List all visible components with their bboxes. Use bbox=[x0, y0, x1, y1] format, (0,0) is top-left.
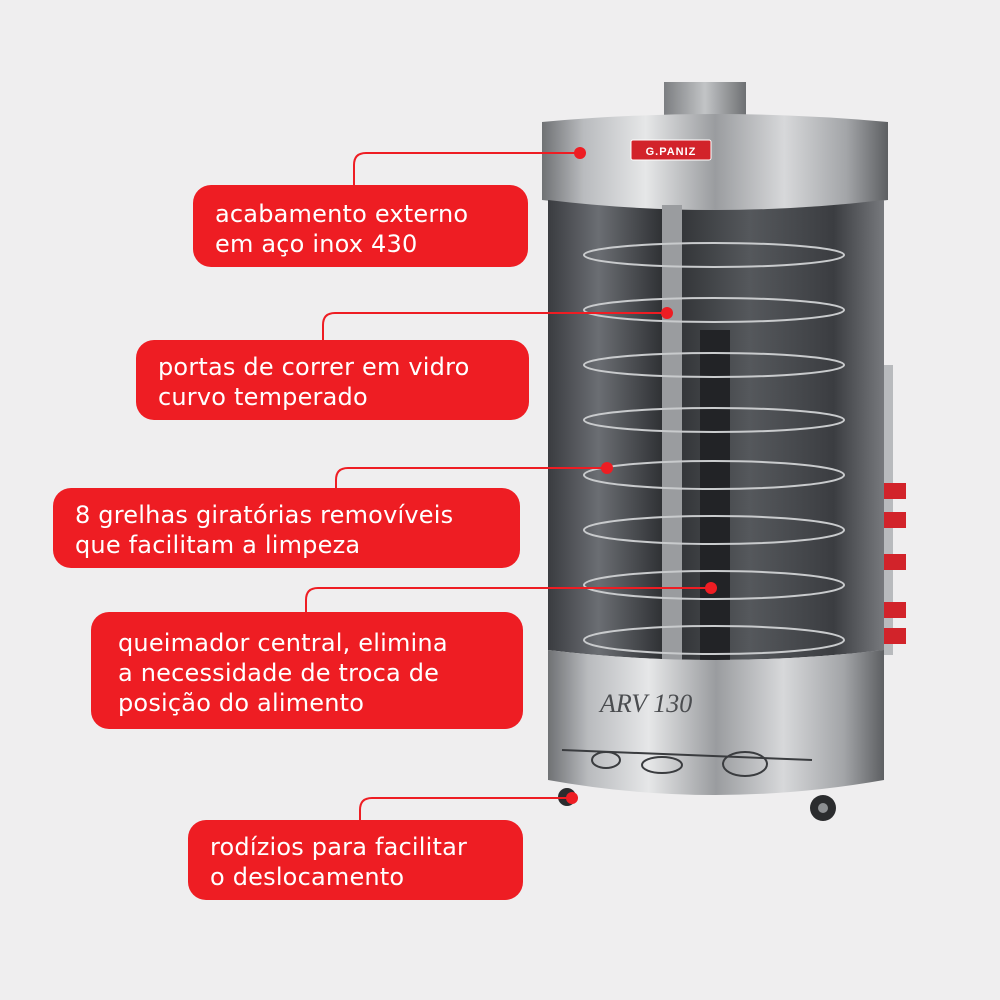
logo-badge bbox=[630, 139, 712, 161]
callout-1-line-2: em aço inox 430 bbox=[215, 230, 418, 258]
callout-4-line-1: queimador central, elimina bbox=[118, 629, 448, 657]
center-burner bbox=[700, 330, 730, 660]
callout-glass-doors: portas de correr em vidro curvo temperad… bbox=[136, 340, 529, 420]
callout-exterior-finish: acabamento externo em aço inox 430 bbox=[193, 185, 528, 267]
logo-text: G.PANIZ bbox=[646, 146, 697, 158]
door-frame bbox=[662, 205, 682, 670]
control-knobs bbox=[882, 483, 906, 644]
callout-5-line-2: o deslocamento bbox=[210, 863, 405, 891]
callout-1-line-1: acabamento externo bbox=[215, 200, 469, 228]
callout-3-line-2: que facilitam a limpeza bbox=[75, 531, 361, 559]
bottom-base bbox=[548, 650, 884, 795]
model-text: ARV 130 bbox=[598, 689, 692, 718]
callout-4-line-3: posição do alimento bbox=[118, 689, 365, 717]
callout-3-line-1: 8 grelhas giratórias removíveis bbox=[75, 501, 454, 529]
top-cap bbox=[542, 114, 888, 210]
callout-2-line-1: portas de correr em vidro bbox=[158, 353, 470, 381]
callout-4-line-2: a necessidade de troca de bbox=[118, 659, 440, 687]
callout-casters: rodízios para facilitar o deslocamento bbox=[188, 820, 523, 900]
decor-icons bbox=[561, 749, 813, 777]
callout-5-line-1: rodízios para facilitar bbox=[210, 833, 468, 861]
callout-central-burner: queimador central, elimina a necessidade… bbox=[91, 612, 523, 729]
callout-2-line-2: curvo temperado bbox=[158, 383, 368, 411]
callout-rotating-grills: 8 grelhas giratórias removíveis que faci… bbox=[53, 488, 520, 568]
